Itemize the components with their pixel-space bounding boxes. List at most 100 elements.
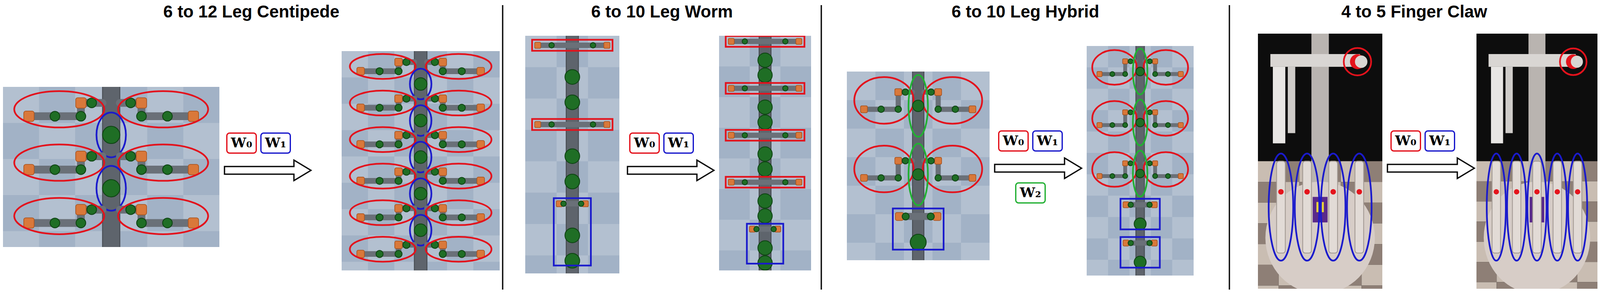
joint [742, 179, 748, 185]
leg-group-ring [854, 77, 914, 124]
finger-marker [1493, 189, 1499, 195]
joint-housing [136, 204, 147, 215]
weight-box: W₀ [629, 132, 660, 154]
joint [136, 111, 147, 122]
body-group-ring [96, 165, 126, 211]
joint-housing [439, 131, 447, 140]
joint [1147, 161, 1152, 166]
joint-housing [23, 111, 35, 122]
body-group-ring [908, 143, 929, 206]
joint-housing [728, 85, 735, 92]
floor-tile [1172, 217, 1194, 239]
joint-housing [969, 106, 976, 113]
joint [394, 177, 403, 185]
joint [439, 141, 447, 149]
joint-housing [795, 179, 802, 186]
leg-group-ring [1092, 50, 1137, 85]
joint [742, 85, 748, 91]
joint-housing [394, 167, 403, 176]
joint-housing [795, 85, 802, 92]
joint [76, 218, 87, 228]
body-group-ring [409, 141, 432, 173]
joint-housing [1178, 173, 1184, 179]
finger-group-ring [1294, 153, 1320, 262]
floor-tile [147, 158, 184, 196]
joint [136, 164, 147, 175]
joint-housing [1122, 58, 1128, 64]
claw-block [1505, 66, 1513, 134]
finger-marker [1330, 189, 1336, 195]
joint-housing [75, 151, 87, 162]
floor-tile [719, 97, 750, 128]
claw-block [1490, 66, 1503, 144]
transfer-arrow [627, 160, 714, 181]
floor-tile [1257, 285, 1279, 290]
joint-housing [1152, 58, 1158, 64]
crossbar [728, 179, 803, 185]
finger-group-ring [1320, 153, 1346, 262]
scene [525, 35, 620, 274]
joint-housing [534, 42, 541, 49]
joint [935, 106, 942, 113]
floor-tile [587, 98, 620, 130]
weight-label: W₁ [1429, 133, 1451, 149]
joint [782, 85, 788, 91]
floor-tile [587, 161, 620, 193]
leg-group-ring [14, 144, 104, 181]
segment-group-box [725, 129, 805, 141]
joint [162, 164, 173, 175]
weight-box: W₁ [1032, 130, 1063, 152]
leg-group-ring [349, 236, 416, 262]
joint-housing [439, 167, 447, 176]
weight-label: W₀ [633, 135, 656, 151]
leg-group-ring [425, 90, 492, 116]
joint [76, 111, 87, 122]
joint [1135, 118, 1145, 127]
leg-group-ring [425, 54, 492, 79]
finger [1302, 161, 1312, 254]
leg-group-ring [425, 127, 492, 153]
leg-group-ring [1092, 100, 1137, 136]
finger [1355, 161, 1364, 254]
scene-ground [525, 35, 620, 274]
weight-box: W₀ [1390, 130, 1422, 152]
transfer-arrow [1387, 158, 1475, 179]
floor-tile [473, 77, 500, 104]
joint [757, 193, 773, 209]
crossbar [749, 226, 781, 232]
panel-divider [820, 5, 823, 290]
weight-box: W₁ [260, 132, 291, 154]
floor-tile [1577, 282, 1598, 290]
joint [1165, 173, 1171, 179]
joint [376, 104, 384, 112]
floor-tile [1086, 259, 1108, 276]
joint [877, 174, 885, 182]
scene [341, 51, 500, 271]
joint [564, 227, 580, 243]
joint [912, 168, 924, 181]
joint [376, 250, 384, 258]
floor-tile [719, 219, 750, 251]
joint [1146, 240, 1152, 246]
joint [394, 141, 403, 149]
joint [376, 213, 384, 222]
joint [742, 38, 748, 44]
target-ring [1559, 48, 1587, 75]
scene [719, 35, 812, 271]
crossbar [556, 201, 589, 207]
segment-group-box [725, 176, 805, 188]
joint [458, 141, 466, 149]
joint-housing [439, 241, 447, 249]
weight-label: W₁ [667, 135, 690, 151]
joint [1165, 122, 1171, 128]
floor-tile [368, 182, 395, 210]
finger-marker [1574, 189, 1580, 195]
floor-tile [719, 158, 750, 190]
joint [561, 201, 567, 207]
joint-housing [188, 164, 199, 175]
joint [394, 213, 403, 222]
finger [1532, 161, 1542, 254]
joint [757, 161, 773, 177]
joint-housing [728, 132, 735, 139]
segment-group-box [725, 83, 805, 94]
